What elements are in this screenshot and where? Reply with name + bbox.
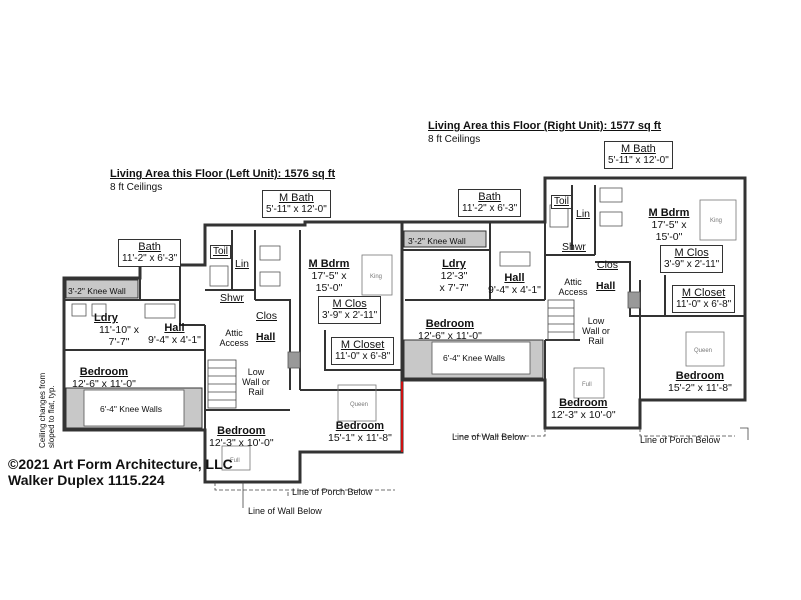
right-shwr-label: Shwr	[562, 241, 586, 253]
right-clos-label: Clos	[597, 259, 619, 271]
right-stairs	[547, 299, 575, 341]
right-queen-bed	[685, 331, 725, 367]
right-ceilings-note: 8 ft Ceilings	[428, 134, 481, 145]
right-queen-label: Queen	[694, 348, 713, 354]
right-attic-access-label: Attic Access	[558, 277, 588, 297]
right-lin-label: Lin	[576, 208, 591, 220]
left-area-title: Living Area this Floor (Left Unit): 1576…	[110, 168, 336, 180]
left-clos-label: Clos	[256, 310, 278, 322]
right-hall2-label: Hall	[596, 280, 616, 292]
copyright-block: ©2021 Art Form Architecture, LLC Walker …	[8, 456, 233, 488]
left-low-wall-label: Low Wall or Rail	[242, 367, 270, 397]
left-hall2-label: Hall	[256, 331, 276, 343]
right-porch-line-label: Line of Porch Below	[640, 435, 721, 445]
right-knee-walls-label: 6'-4" Knee Walls	[443, 353, 505, 363]
left-attic-access-label: Attic Access	[219, 328, 249, 348]
left-queen-label: Queen	[350, 402, 369, 408]
left-shwr-label: Shwr	[220, 292, 244, 304]
left-stairs	[207, 359, 237, 409]
copyright-text: ©2021 Art Form Architecture, LLC	[8, 456, 233, 472]
left-lin-label: Lin	[235, 258, 250, 270]
right-full-label: Full	[582, 382, 592, 388]
left-knee-wall-small	[65, 279, 139, 299]
left-ceilings-note: 8 ft Ceilings	[110, 182, 163, 193]
left-knee-wall-label: 3'-2" Knee Wall	[68, 286, 126, 296]
right-full-bed	[573, 367, 605, 399]
left-king-bed	[361, 254, 393, 296]
right-wall-line-label: Line of Wall Below	[452, 432, 526, 442]
left-full-bed	[221, 445, 251, 471]
right-toil-label: Toil	[551, 195, 573, 209]
left-full-label: Full	[230, 458, 240, 464]
left-wall-line-label: Line of Wall Below	[248, 506, 322, 516]
left-king-label: King	[370, 274, 383, 280]
left-knee-walls-label: 6'-4" Knee Walls	[100, 404, 162, 414]
right-area-title: Living Area this Floor (Right Unit): 157…	[428, 120, 662, 132]
project-name: Walker Duplex 1115.224	[8, 472, 165, 488]
right-low-wall-label: Low Wall or Rail	[582, 316, 610, 346]
right-knee-wall-label: 3'-2" Knee Wall	[408, 236, 466, 246]
left-toil-label: Toil	[210, 245, 232, 259]
left-queen-bed	[337, 384, 377, 422]
right-king-label: King	[710, 218, 723, 224]
right-king-bed	[699, 199, 737, 241]
right-knee-wall-small	[403, 230, 487, 248]
left-porch-line-label: Line of Porch Below	[292, 487, 373, 497]
ceiling-change-note: Ceiling changes from sloped to flat, typ…	[38, 372, 56, 448]
